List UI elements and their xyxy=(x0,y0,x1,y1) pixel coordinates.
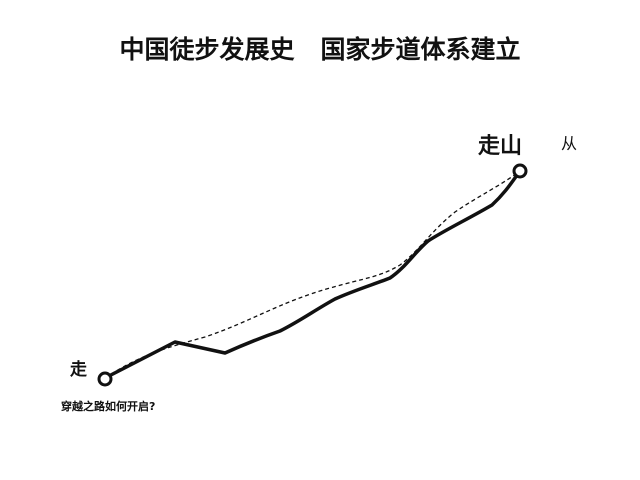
end-note: 从 xyxy=(561,134,578,153)
trail-line xyxy=(103,169,522,380)
start-label: 走 xyxy=(70,360,87,380)
start-caption: 穿越之路如何开启? xyxy=(61,400,156,413)
page-title: 中国徒步发展史 国家步道体系建立 xyxy=(119,35,521,64)
end-label: 走山 xyxy=(478,134,523,159)
start-point-marker xyxy=(97,371,113,387)
end-point-marker xyxy=(512,163,528,179)
